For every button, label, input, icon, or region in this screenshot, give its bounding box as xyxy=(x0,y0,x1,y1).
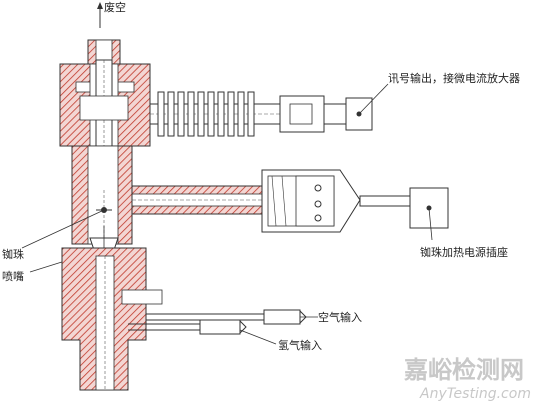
signal-output-label: 讯号输出，接微电流放大器 xyxy=(388,71,520,85)
bead-power-cable xyxy=(359,187,449,229)
watermark-cn: 嘉峪检测网 xyxy=(404,356,524,384)
insulator-sleeve xyxy=(79,95,129,121)
watermark-en: AnyTesting.com xyxy=(419,386,531,402)
bead-leader xyxy=(21,209,105,249)
exhaust-label: 废空 xyxy=(104,0,126,14)
signal-connector xyxy=(279,95,373,133)
detector-body xyxy=(71,145,133,250)
signal-leader xyxy=(358,83,389,115)
base-block xyxy=(61,247,163,391)
hydrogen-input-label: 氢气输入 xyxy=(278,338,322,352)
air-input-label: 空气输入 xyxy=(318,310,362,324)
cooling-fins xyxy=(157,91,255,137)
bead-heater-arm xyxy=(111,185,273,215)
exhaust-arrow xyxy=(97,2,103,28)
hydrogen-input-line xyxy=(128,319,247,335)
bead-heating-label: 铷珠加热电源插座 xyxy=(420,245,508,259)
nozzle-label: 喷嘴 xyxy=(2,270,24,283)
bead-heater-housing xyxy=(261,169,361,233)
bead-power-leader xyxy=(428,207,433,241)
bead-label: 铷珠 xyxy=(2,247,24,261)
hydrogen-leader xyxy=(239,329,277,345)
